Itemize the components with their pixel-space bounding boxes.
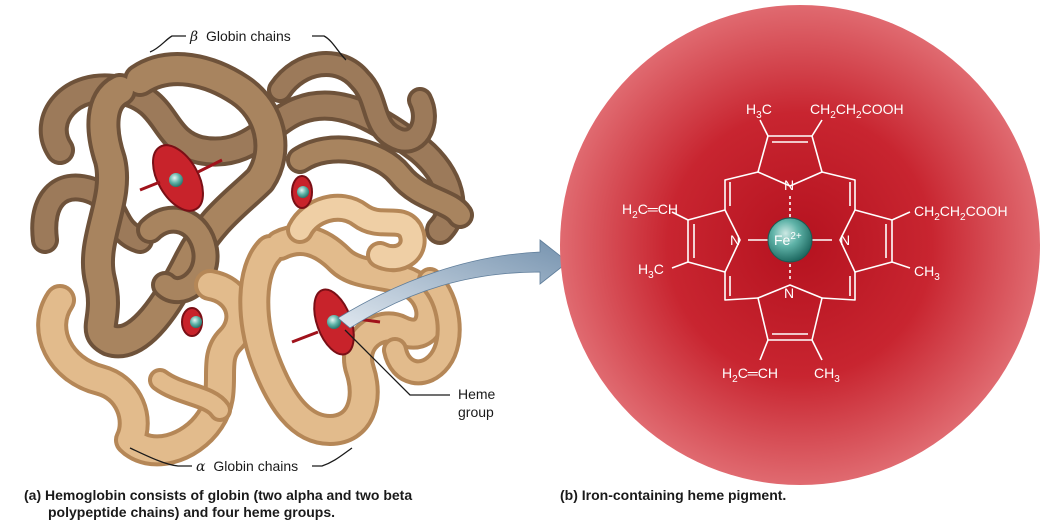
alpha-chains-word: Globin chains [213,458,298,474]
iron-atom: Fe2+ [767,217,813,263]
caption-a-line2: polypeptide chains) and four heme groups… [48,504,336,520]
substituent-left-upper: H2C═CH [622,201,678,221]
substituent-left-lower: H3C [638,261,664,281]
iron-symbol: Fe [774,232,791,248]
substituent-right-lower: CH3 [914,263,940,283]
nitrogen-left: N [730,232,740,248]
heme-group-1 [139,144,223,212]
beta-symbol: β [189,29,198,45]
alpha-globin-text: α Globin chains [196,458,298,475]
alpha-symbol: α [196,459,206,475]
zoom-arrow [337,239,569,329]
heme-group-2 [291,175,313,209]
beta-chains-word: Globin chains [206,28,291,44]
nitrogen-bottom: N [784,285,794,301]
nitrogen-top: N [784,177,794,193]
porphyrin-ring [671,119,911,361]
substituent-top-right: CH2CH2COOH [810,101,904,121]
heme-group-label: Heme group [344,329,496,420]
substituent-bottom-right: CH3 [814,365,840,385]
heme-group-3 [181,307,203,337]
beta-globin-text: β Globin chains [189,28,291,45]
substituent-bottom-left: H2C═CH [722,365,778,385]
beta-globin-chain-front [80,52,474,359]
heme-label-line2: group [458,404,494,420]
heme-pigment: N N N N Fe2+ H3C CH2CH2COOH H2C═CH H3C C… [560,5,1040,485]
caption-a-line1: (a) Hemoglobin consists of globin (two a… [24,487,413,503]
iron-charge: 2+ [790,231,802,242]
beta-globin-label: β Globin chains [149,28,347,61]
heme-label-line1: Heme [458,386,496,402]
substituent-right-upper: CH2CH2COOH [914,203,1008,223]
iron-label: Fe2+ [774,231,802,248]
alpha-globin-label: α Globin chains [129,447,353,475]
alpha-globin-chains [36,193,462,467]
caption-panel-a: (a) Hemoglobin consists of globin (two a… [24,487,494,521]
substituent-top-left: H3C [746,101,772,121]
hemoglobin-molecule [30,51,474,467]
nitrogen-right: N [840,232,850,248]
caption-panel-b: (b) Iron-containing heme pigment. [560,487,787,503]
